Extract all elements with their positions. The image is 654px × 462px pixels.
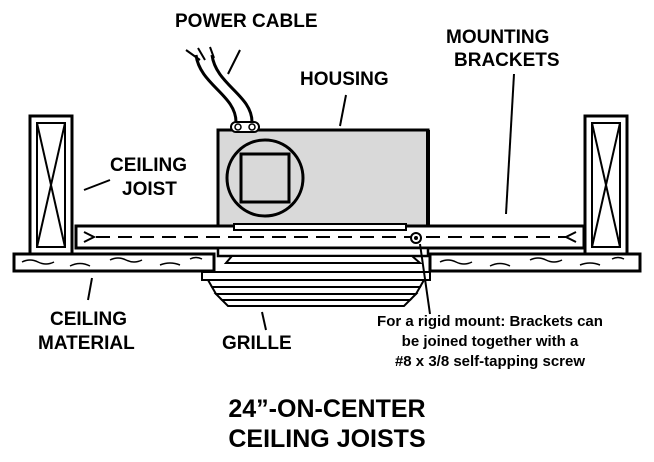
grille-label: GRILLE [222, 333, 292, 354]
diagram-title-line2: CEILING JOISTS [228, 425, 426, 453]
leader-lines [83, 49, 515, 331]
mounting-brackets-label-line2: BRACKETS [454, 50, 560, 71]
housing [216, 128, 430, 228]
ceiling-joist-left [28, 114, 74, 256]
ceiling-joist-right [583, 114, 629, 256]
cable-connector [230, 121, 260, 133]
ceiling-material-label-line1: CEILING [50, 309, 128, 330]
grille [201, 246, 431, 307]
ceiling-material-left [12, 252, 216, 273]
mounting-brackets-label-line1: MOUNTING [446, 27, 550, 48]
rigid-mount-note-line3: #8 x 3/8 self-tapping screw [394, 353, 586, 370]
ceiling-joist-label-line2: JOIST [122, 179, 177, 200]
power-cable-label: POWER CABLE [175, 11, 318, 32]
mounting-bracket [74, 223, 586, 250]
rigid-mount-note-line1: For a rigid mount: Brackets can [377, 313, 603, 330]
ceiling-material-label-line2: MATERIAL [38, 333, 135, 354]
rigid-mount-note-line2: be joined together with a [401, 333, 579, 350]
ceiling-joist-label-line1: CEILING [110, 155, 188, 176]
diagram-title-line1: 24”-ON-CENTER [228, 395, 426, 423]
housing-label: HOUSING [300, 69, 389, 90]
ceiling-material-right [428, 252, 642, 273]
power-cable [185, 46, 254, 123]
